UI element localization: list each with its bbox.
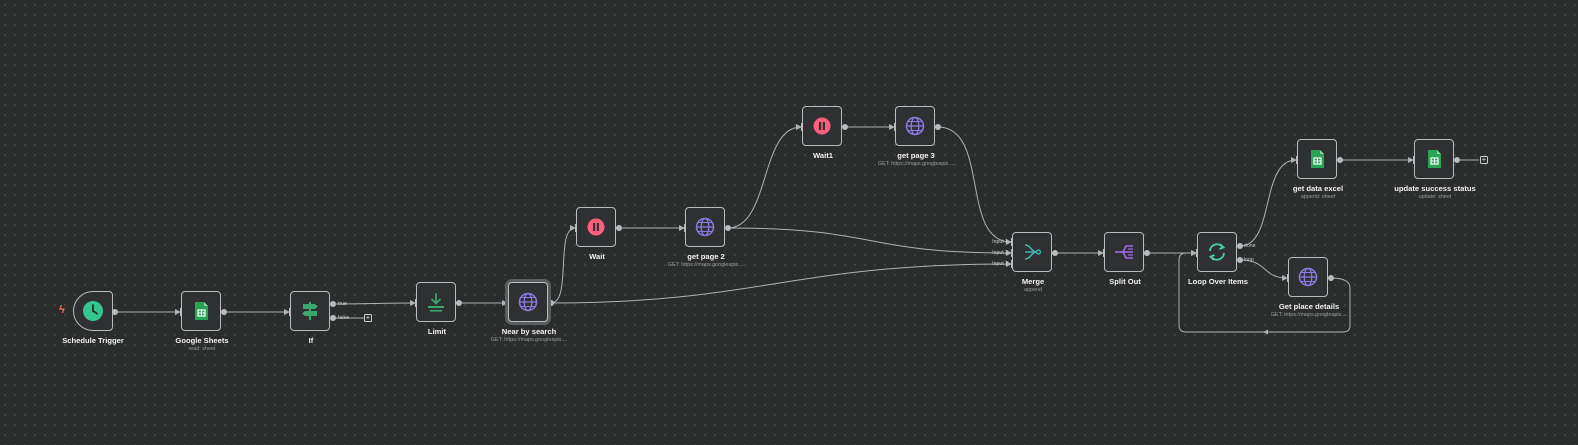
edge-nearby-merge[interactable] [550,261,1012,304]
node-label: Near by search [501,327,557,336]
edge-page2-merge[interactable] [727,227,1012,256]
node-label: Get place details [1278,302,1340,311]
node-label: If [308,336,314,345]
node-label: get page 3 [897,151,935,160]
edge-nearby-wait[interactable] [550,225,576,304]
google-sheets-icon [1423,148,1445,170]
node-google-sheets[interactable] [181,291,221,331]
pause-icon [811,115,833,137]
google-sheets-icon [1306,148,1328,170]
node-label: update success status [1394,184,1476,193]
node-schedule-trigger[interactable] [73,291,113,331]
globe-icon [904,115,926,137]
node-label: Google Sheets [175,336,229,345]
node-wait[interactable] [576,207,616,247]
node-label: Schedule Trigger [62,336,124,345]
edge-loop-excel[interactable] [1239,157,1297,247]
edge-page2-wait1[interactable] [727,124,802,229]
node-get-page-2[interactable] [685,207,725,247]
node-subtitle: GET: https://maps.googleapis.... [490,337,568,343]
globe-icon [1297,266,1319,288]
pause-icon [585,216,607,238]
edge-if-limit[interactable] [332,300,416,307]
node-subtitle: append: sheet [1300,194,1336,200]
edge-loop-details[interactable] [1239,259,1288,281]
limit-icon [425,291,447,313]
add-node-button[interactable]: + [364,313,372,322]
node-subtitle: GET: https://maps.googleapis.... [667,262,745,268]
loop-back-arrow-mark [1263,329,1268,335]
node-update-success-status[interactable] [1414,139,1454,179]
port-label-input-1: Input 1 [992,239,1008,245]
node-label: Split Out [1109,277,1141,286]
node-label: get page 2 [687,252,725,261]
port-label-input-2: Input 2 [992,250,1008,256]
loop-icon [1206,241,1228,263]
node-get-data-excel[interactable] [1297,139,1337,179]
signpost-icon [299,300,321,322]
node-label: Wait1 [813,151,833,160]
merge-icon [1021,241,1043,263]
port-label-loop: loop [1244,257,1254,263]
node-subtitle: read: sheet [188,346,216,352]
add-node-button[interactable]: + [1480,155,1488,164]
node-wait1[interactable] [802,106,842,146]
node-get-place-details[interactable] [1288,257,1328,297]
node-near-by-search[interactable] [508,282,548,322]
node-subtitle: GET: https://maps.googleapis.... [1270,312,1348,318]
clock-icon [82,300,104,322]
google-sheets-icon [190,300,212,322]
trigger-bolt-icon: ϟ [59,304,65,316]
node-subtitle: GET: https://maps.googleapis.... [877,161,955,167]
node-subtitle: append [1024,287,1042,293]
node-label: get data excel [1292,184,1344,193]
edge-page3-merge[interactable] [937,126,1012,245]
node-subtitle: update: sheet [1418,194,1452,200]
port-label-true: true [338,301,347,307]
node-merge[interactable] [1012,232,1052,272]
node-split-out[interactable] [1104,232,1144,272]
port-label-done: done [1244,243,1256,249]
node-label: Wait [589,252,605,261]
globe-icon [517,291,539,313]
node-label: Limit [427,327,447,336]
node-limit[interactable] [416,282,456,322]
split-out-icon [1113,241,1135,263]
port-label-false: false [338,315,349,321]
node-if[interactable] [290,291,330,331]
node-label: Loop Over Items [1188,277,1248,286]
globe-icon [694,216,716,238]
node-loop-over-items[interactable] [1197,232,1237,272]
node-label: Merge [1021,277,1045,286]
node-get-page-3[interactable] [895,106,935,146]
edge-details-loop-back[interactable] [1178,250,1351,333]
port-label-input-3: Input 3 [992,261,1008,267]
